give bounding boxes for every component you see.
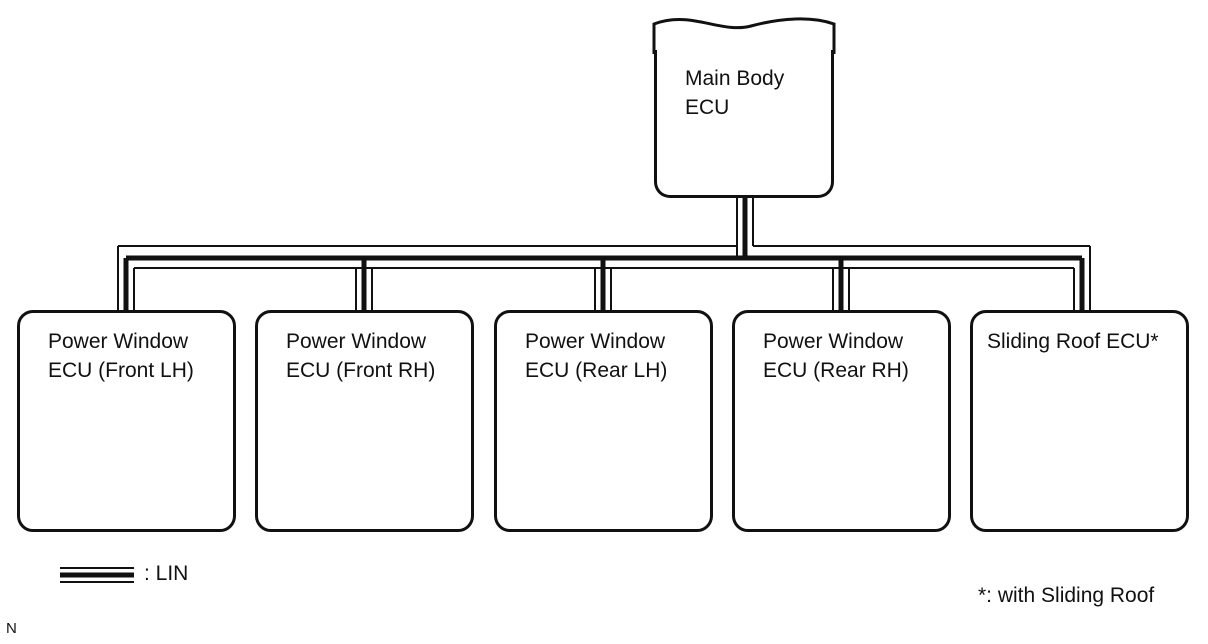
ecu-label-line2: ECU (Rear LH) [525,359,668,382]
power-window-ecu-rear-rh: Power Window ECU (Rear RH) [732,310,951,532]
lin-bus-lines [117,198,1091,310]
bus-drop-front-rh [355,258,373,310]
corner-mark: N [6,620,17,637]
ecu-label-line1: Power Window [286,330,427,353]
main-ecu-wavy-top [652,17,836,54]
legend-lin-label: : LIN [144,562,189,585]
main-body-ecu-box: Main Body ECU [654,50,834,198]
ecu-label-line1: Power Window [763,330,904,353]
ecu-label-line1: Power Window [48,330,189,353]
ecu-label-line1: Sliding Roof ECU* [987,330,1159,353]
ecu-label-line2: ECU (Rear RH) [763,359,909,382]
bus-drop-front-lh [117,246,135,310]
sliding-roof-ecu: Sliding Roof ECU* [970,310,1189,532]
main-ecu-label-line1: Main Body [685,67,785,90]
legend-lin-symbol [60,567,134,583]
bus-drop-rear-lh [594,258,612,310]
ecu-label-line2: ECU (Front LH) [48,359,194,382]
footnote: *: with Sliding Roof [978,584,1155,607]
ecu-label-line1: Power Window [525,330,666,353]
power-window-ecu-rear-lh: Power Window ECU (Rear LH) [494,310,713,532]
ecu-label-line2: ECU (Front RH) [286,359,436,382]
bus-drop-sliding-roof [1073,246,1091,310]
power-window-ecu-front-rh: Power Window ECU (Front RH) [255,310,474,532]
bus-drop-rear-rh [832,258,850,310]
main-ecu-label-line2: ECU [685,96,730,119]
power-window-ecu-front-lh: Power Window ECU (Front LH) [17,310,236,532]
bus-trunk [736,198,754,260]
